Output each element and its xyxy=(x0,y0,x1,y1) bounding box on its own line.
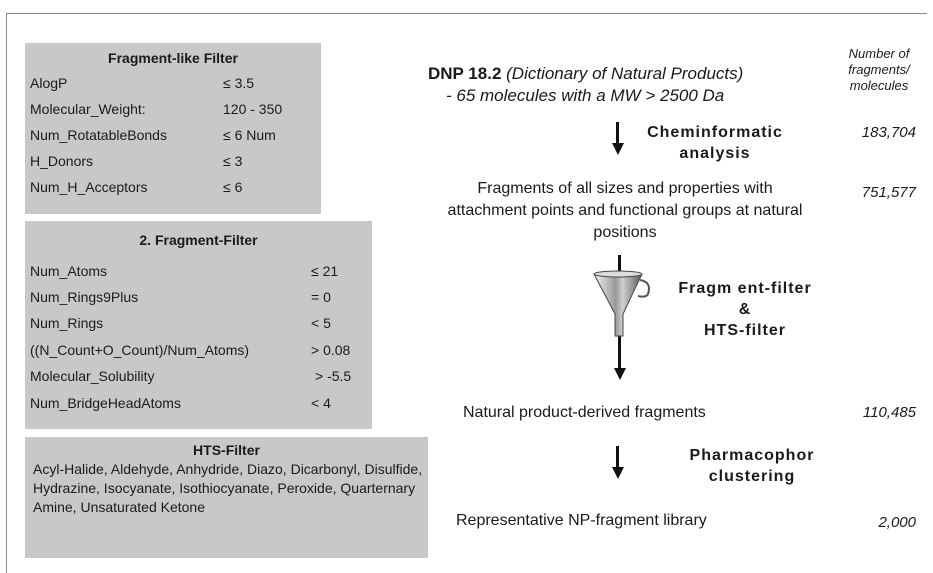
step-label-line: analysis xyxy=(679,145,751,162)
step-label-line: Cheminformatic xyxy=(647,124,783,141)
fragment-filter-title: 2. Fragment-Filter xyxy=(139,232,258,248)
step-label-line: & xyxy=(738,301,752,318)
source-line-1: DNP 18.2 (Dictionary of Natural Products… xyxy=(428,64,743,84)
filter-param-value: ≤ 6 Num xyxy=(223,127,276,143)
arrow-1-head xyxy=(611,143,624,155)
frame-top-border xyxy=(6,13,927,14)
step-fragment-hts-filter: Fragm ent-filter & HTS-filter xyxy=(665,278,825,341)
count-library: 2,000 xyxy=(878,514,916,531)
source-line-2: - 65 molecules with a MW > 2500 Da xyxy=(446,86,725,105)
count-all-fragments: 751,577 xyxy=(861,184,916,201)
filter-param-name: Num_Rings xyxy=(30,315,104,331)
counts-header: Number of fragments/ molecules xyxy=(838,46,920,94)
fragment-like-filter-title: Fragment-like Filter xyxy=(108,50,238,66)
arrow-1-shaft xyxy=(616,122,619,144)
filter-param-name: AlogP xyxy=(30,75,68,91)
fragments-line: attachment points and functional groups … xyxy=(447,202,803,219)
fragments-all-sizes-text: Fragments of all sizes and properties wi… xyxy=(400,178,850,244)
counts-header-line: Number of xyxy=(848,46,910,61)
filter-param-value: ≤ 3 xyxy=(223,153,243,169)
step-label-line: Pharmacophor xyxy=(689,447,815,464)
filter-param-name: Num_Atoms xyxy=(30,263,108,279)
step-label-line: Fragm ent-filter xyxy=(678,280,812,297)
arrow-2-head xyxy=(613,368,626,380)
filter-param-value: ≤ 21 xyxy=(311,263,339,279)
filter-param-name: Num_BridgeHeadAtoms xyxy=(30,395,181,411)
step-label-line: clustering xyxy=(708,468,796,485)
source-name: DNP 18.2 xyxy=(428,64,502,83)
hts-filter-title: HTS-Filter xyxy=(193,442,260,458)
filter-param-value: < 4 xyxy=(311,395,331,411)
fragment-filter-box: 2. Fragment-Filter Num_Atoms ≤ 21 Num_Ri… xyxy=(25,221,372,429)
step-pharmacophor-clustering: Pharmacophor clustering xyxy=(672,445,832,487)
step-label-line: HTS-filter xyxy=(704,322,786,339)
filter-param-name: ((N_Count+O_Count)/Num_Atoms) xyxy=(30,342,250,358)
np-fragment-library-text: Representative NP-fragment library xyxy=(456,512,707,529)
fragments-line: Fragments of all sizes and properties wi… xyxy=(477,180,773,197)
filter-param-value: = 0 xyxy=(311,289,331,305)
hts-filter-box: HTS-Filter Acyl-Halide, Aldehyde, Anhydr… xyxy=(25,437,428,558)
frame-left-border xyxy=(6,13,7,573)
filter-param-value: > -5.5 xyxy=(315,368,352,384)
counts-header-line: molecules xyxy=(849,78,909,93)
arrow-3-head xyxy=(611,467,624,479)
arrow-3-shaft xyxy=(616,446,619,468)
step-cheminformatic-analysis: Cheminformatic analysis xyxy=(640,122,790,164)
filter-param-value: ≤ 6 xyxy=(223,179,243,195)
count-dnp-molecules: 183,704 xyxy=(861,124,916,141)
filter-param-value: > 0.08 xyxy=(311,342,351,358)
funnel-icon xyxy=(593,270,650,337)
fragment-like-filter-box: Fragment-like Filter AlogP ≤ 3.5 Molecul… xyxy=(25,43,321,214)
source-description: (Dictionary of Natural Products) xyxy=(506,64,744,83)
filter-param-name: Num_Rings9Plus xyxy=(30,289,139,305)
filter-param-name: Molecular_Solubility xyxy=(30,368,155,384)
filter-param-value: < 5 xyxy=(311,315,331,331)
filter-param-name: Num_RotatableBonds xyxy=(30,127,167,143)
hts-filter-groups: Acyl-Halide, Aldehyde, Anhydride, Diazo,… xyxy=(33,461,423,515)
count-derived-fragments: 110,485 xyxy=(862,404,916,421)
fragments-line: positions xyxy=(593,224,657,241)
counts-header-line: fragments/ xyxy=(848,62,910,77)
filter-param-name: H_Donors xyxy=(30,153,94,169)
filter-param-name: Molecular_Weight: xyxy=(30,101,146,117)
derived-fragments-text: Natural product-derived fragments xyxy=(463,404,706,421)
filter-param-name: Num_H_Acceptors xyxy=(30,179,148,195)
filter-param-value: 120 - 350 xyxy=(223,101,283,117)
filter-param-value: ≤ 3.5 xyxy=(223,75,255,91)
